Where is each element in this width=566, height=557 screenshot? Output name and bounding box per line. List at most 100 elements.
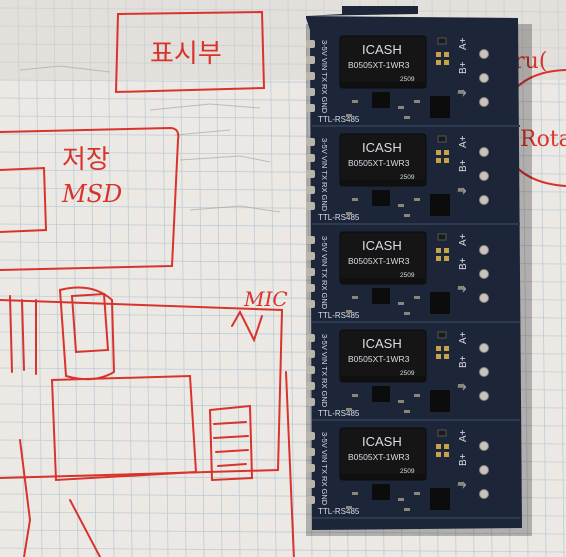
module-brand: ICASH xyxy=(362,42,402,57)
smd-part xyxy=(398,400,404,403)
smd-part xyxy=(352,198,358,201)
left-pin-pad xyxy=(306,252,315,260)
switch-pad xyxy=(436,150,441,155)
right-pin-pad xyxy=(479,367,489,377)
pin-label-right: B+ xyxy=(458,453,469,466)
left-pin-pad xyxy=(306,202,315,210)
smd-part xyxy=(346,114,352,117)
pin-labels-left: 3-5V VIN TX RX GND xyxy=(320,40,329,114)
left-pin-pad xyxy=(306,350,315,358)
right-pin-pad xyxy=(479,489,489,499)
dcdc-module-base xyxy=(340,278,426,284)
module-date-code: 2509 xyxy=(400,76,415,83)
smd-part xyxy=(458,188,464,191)
left-pin-pad xyxy=(306,268,315,276)
switch-pad xyxy=(436,256,441,261)
right-pin-pad xyxy=(479,343,489,353)
right-pin-pad xyxy=(479,391,489,401)
smd-part xyxy=(346,408,352,411)
switch-pad xyxy=(444,346,449,351)
side-label: TTL-RS485 xyxy=(318,311,360,320)
smd-part xyxy=(398,106,404,109)
left-pin-pad xyxy=(306,334,315,342)
pin-label-right: A+ xyxy=(458,37,469,50)
module-part-number: B0505XT-1WR3 xyxy=(348,354,410,364)
ic-chip xyxy=(372,92,390,108)
right-pin-pad xyxy=(479,49,489,59)
left-pin-pad xyxy=(306,366,315,374)
smd-part xyxy=(346,212,352,215)
left-pin-pad xyxy=(306,432,315,440)
pin-labels-left: 3-5V VIN TX RX GND xyxy=(320,432,329,506)
pcb-module: 3-5V VIN TX RX GNDTTL-RS485A+B+⏚ICASHB05… xyxy=(306,35,520,127)
ic-chip xyxy=(372,190,390,206)
right-pin-pad xyxy=(479,195,489,205)
switch-pad xyxy=(444,354,449,359)
mic-label: MIC xyxy=(243,287,288,311)
dcdc-module-base xyxy=(340,474,426,480)
module-brand: ICASH xyxy=(362,336,402,351)
left-pin-pad xyxy=(306,398,315,406)
side-label: TTL-RS485 xyxy=(318,409,360,418)
smd-part xyxy=(404,116,410,119)
smd-part xyxy=(404,312,410,315)
module-date-code: 2509 xyxy=(400,370,415,377)
storage-box xyxy=(0,126,180,271)
smd-part xyxy=(458,482,464,485)
ic-chip xyxy=(372,386,390,402)
right-label-mid: Rota xyxy=(520,127,566,152)
module-part-number: B0505XT-1WR3 xyxy=(348,158,410,168)
smd-part xyxy=(398,498,404,501)
smd-part xyxy=(458,384,464,387)
ic-chip xyxy=(430,488,450,510)
top-box xyxy=(114,10,266,94)
switch-pad xyxy=(436,354,441,359)
smd-part xyxy=(414,198,420,201)
module-part-number: B0505XT-1WR3 xyxy=(348,452,410,462)
left-pin-pad xyxy=(306,138,315,146)
switch-pad xyxy=(436,444,441,449)
pin-label-right: A+ xyxy=(458,331,469,344)
left-pin-pad xyxy=(306,154,315,162)
module-part-number: B0505XT-1WR3 xyxy=(348,256,410,266)
smd-part xyxy=(414,100,420,103)
smd-part xyxy=(437,37,447,45)
switch-pad xyxy=(444,150,449,155)
switch-pad xyxy=(436,346,441,351)
dcdc-module-base xyxy=(340,180,426,186)
left-pin-pad xyxy=(306,300,315,308)
right-pin-pad xyxy=(479,171,489,181)
left-pin-pad xyxy=(306,56,315,64)
smd-part xyxy=(398,204,404,207)
smd-part xyxy=(346,506,352,509)
switch-pad xyxy=(436,248,441,253)
smd-part xyxy=(437,135,447,143)
pin-label-right: B+ xyxy=(458,355,469,368)
faint-pencil-notes xyxy=(19,65,281,213)
module-date-code: 2509 xyxy=(400,468,415,475)
switch-pad xyxy=(444,158,449,163)
side-label: TTL-RS485 xyxy=(318,507,360,516)
switch-pad xyxy=(444,256,449,261)
smd-part xyxy=(352,100,358,103)
left-pin-pad xyxy=(306,104,315,112)
smd-part xyxy=(437,429,447,437)
left-pin-pad xyxy=(306,480,315,488)
ic-chip xyxy=(372,484,390,500)
right-pin-pad xyxy=(479,97,489,107)
smd-part xyxy=(352,492,358,495)
right-pin-pad xyxy=(479,293,489,303)
left-pin-pad xyxy=(306,236,315,244)
module-part-number: B0505XT-1WR3 xyxy=(348,60,410,70)
top-box-label: 표시부 xyxy=(150,39,222,69)
right-pin-pad xyxy=(479,465,489,475)
side-label: TTL-RS485 xyxy=(318,213,360,222)
right-pin-pad xyxy=(479,73,489,83)
smd-part xyxy=(437,331,447,339)
switch-pad xyxy=(436,158,441,163)
ic-chip xyxy=(430,194,450,216)
right-pin-pad xyxy=(479,441,489,451)
switch-pad xyxy=(444,52,449,57)
pin-label-right: A+ xyxy=(458,429,469,442)
